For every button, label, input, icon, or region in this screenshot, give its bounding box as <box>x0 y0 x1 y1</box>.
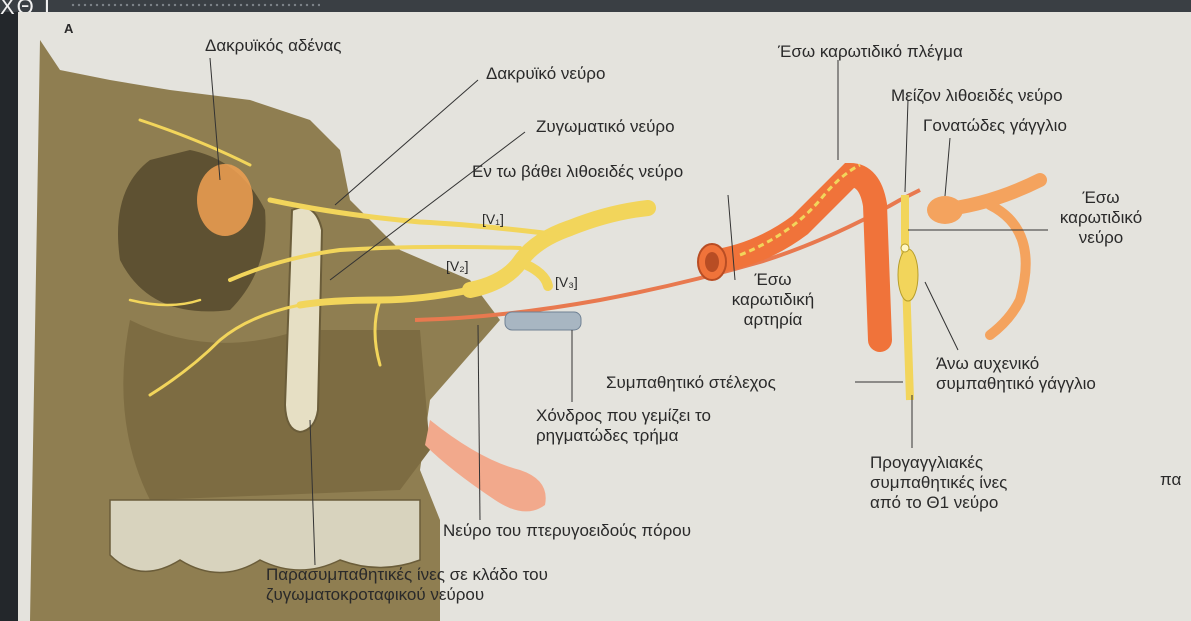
label-zygomatic-nerve: Ζυγωματικό νεύρο <box>536 117 675 137</box>
label-preganglionic-line1: Προγαγγλιακές <box>870 453 1007 473</box>
label-deep-petrosal-nerve: Εν τω βάθει λιθοειδές νεύρο <box>472 162 683 182</box>
label-greater-petrosal-nerve: Μείζον λιθοειδές νεύρο <box>891 86 1063 106</box>
lacrimal-gland-shape <box>197 164 253 236</box>
label-parasympathetic-fibers: Παρασυμπαθητικές ίνες σε κλάδο του ζυγωμ… <box>266 565 548 605</box>
palate-bone <box>285 208 322 433</box>
label-internal-carotid-nerve: Έσω καρωτιδικό νεύρο <box>1046 188 1156 248</box>
label-internal-carotid-nerve-line1: Έσω <box>1046 188 1156 208</box>
label-edge-fragment: πα <box>1160 470 1181 490</box>
label-internal-carotid-plexus: Έσω καρωτιδικό πλέγμα <box>778 42 963 62</box>
label-superior-cervical-ganglion-line1: Άνω αυχενικό <box>936 354 1096 374</box>
label-parasympathetic-line1: Παρασυμπαθητικές ίνες σε κλάδο του <box>266 565 548 585</box>
label-preganglionic-fibers: Προγαγγλιακές συμπαθητικές ίνες από το Θ… <box>870 453 1007 513</box>
label-cartilage-line1: Χόνδρος που γεμίζει το <box>536 406 711 426</box>
corner-dots <box>70 2 320 8</box>
label-cartilage: Χόνδρος που γεμίζει το ρηγματώδες τρήμα <box>536 406 711 446</box>
label-superior-cervical-ganglion-line2: συμπαθητικό γάγγλιο <box>936 374 1096 394</box>
label-preganglionic-line3: από το Θ1 νεύρο <box>870 493 1007 513</box>
label-internal-carotid-artery-line2: καρωτιδική <box>718 290 828 310</box>
internal-carotid-nerve-path <box>990 205 1026 335</box>
label-preganglionic-line2: συμπαθητικές ίνες <box>870 473 1007 493</box>
label-internal-carotid-artery-line1: Έσω <box>718 270 828 290</box>
label-internal-carotid-artery-line3: αρτηρία <box>718 310 828 330</box>
label-internal-carotid-artery: Έσω καρωτιδική αρτηρία <box>718 270 828 330</box>
top-dark-border: ΧΘ Ι <box>0 0 1191 12</box>
label-sympathetic-trunk: Συμπαθητικό στέλεχος <box>606 373 776 393</box>
label-lacrimal-gland: Δακρυϊκός αδένας <box>205 36 341 56</box>
superior-cervical-ganglion-shape <box>898 249 918 301</box>
label-internal-carotid-nerve-line2: καρωτιδικό <box>1046 208 1156 228</box>
anatomy-figure: Α Δακρυϊκός αδένας Δακρυϊκό νεύρο Ζυγωμα… <box>18 12 1191 621</box>
label-v3: [V₃] <box>555 272 578 292</box>
label-cartilage-line2: ρηγματώδες τρήμα <box>536 426 711 446</box>
left-dark-border <box>0 0 18 621</box>
maxilla-shape <box>123 320 430 500</box>
teeth-row <box>110 500 420 573</box>
label-pterygoid-canal-nerve: Νεύρο του πτερυγοειδούς πόρου <box>443 521 691 541</box>
label-parasympathetic-line2: ζυγωματοκροταφικού νεύρου <box>266 585 548 605</box>
label-geniculate-ganglion: Γονατώδες γάγγλιο <box>923 116 1067 136</box>
label-superior-cervical-ganglion: Άνω αυχενικό συμπαθητικό γάγγλιο <box>936 354 1096 394</box>
label-internal-carotid-nerve-line3: νεύρο <box>1046 228 1156 248</box>
cartilage-shape <box>505 312 581 330</box>
label-v2: [V₂] <box>446 256 469 276</box>
tongue-shape <box>425 420 546 511</box>
panel-letter: Α <box>64 19 73 39</box>
geniculate-ganglion-shape <box>927 196 963 224</box>
label-lacrimal-nerve: Δακρυϊκό νεύρο <box>486 64 605 84</box>
label-v1: [V₁] <box>482 209 504 229</box>
